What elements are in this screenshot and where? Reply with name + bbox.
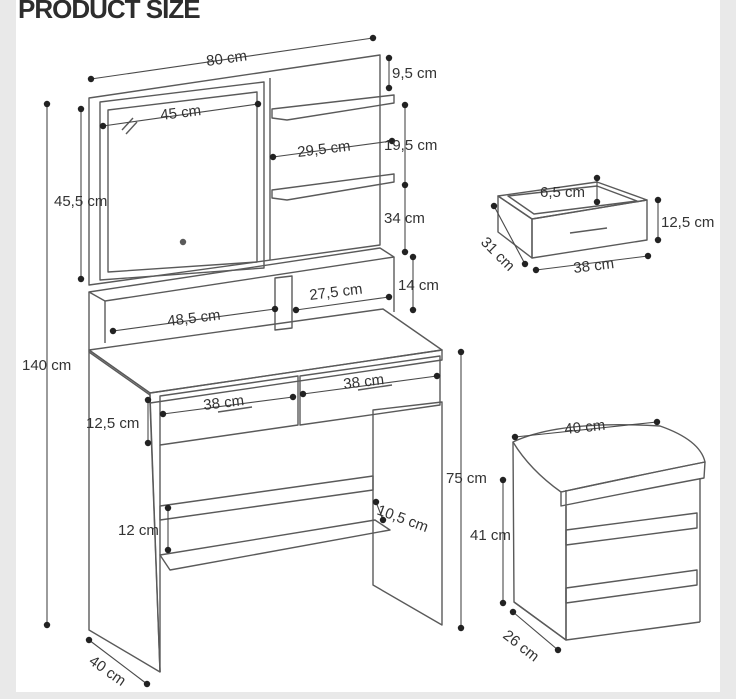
dim-foot-shelf-gap: 12 cm — [118, 522, 159, 539]
drawer-box-handle — [569, 227, 608, 234]
dim-drawer-detail-height: 12,5 cm — [661, 214, 714, 231]
dim-drawer-detail-width: 38 cm — [572, 255, 615, 277]
dim-drawer-right-width: 38 cm — [342, 371, 385, 393]
right-drawer — [299, 355, 441, 426]
dim-vanity-width: 80 cm — [205, 47, 248, 70]
stool — [512, 424, 706, 641]
left-drawer — [159, 375, 299, 446]
dim-mirror-width: 45 cm — [159, 102, 202, 124]
drawer-detail — [497, 181, 648, 259]
dim-drawer-left-width: 38 cm — [202, 392, 245, 414]
dim-depth: 40 cm — [86, 652, 129, 689]
dim-stool-width: 40 cm — [564, 417, 606, 438]
upper-shelf — [271, 94, 395, 121]
dim-shelf-gap-3: 14 cm — [398, 277, 439, 294]
dimension-lines — [46, 37, 659, 685]
stool-drawer — [565, 512, 698, 546]
page-title: PRODUCT SIZE — [18, 0, 201, 24]
mirror-frame — [99, 81, 265, 281]
right-drawer-handle — [357, 384, 393, 391]
dim-total-height: 140 cm — [22, 357, 71, 374]
drawer-box-side — [497, 195, 533, 259]
dim-stool-depth: 26 cm — [500, 627, 543, 666]
right-side-panel — [372, 401, 443, 626]
hutch-divider-lower — [274, 275, 293, 331]
dimension-dots — [43, 34, 662, 688]
dim-lower-shelf-width: 27,5 cm — [308, 281, 363, 304]
white-sheet — [16, 0, 720, 692]
stool-shelf — [565, 569, 698, 604]
dim-stool-height: 41 cm — [470, 527, 511, 544]
dim-shelf-width: 29,5 cm — [296, 138, 351, 161]
dim-drawer-detail-inner: 6,5 cm — [540, 184, 585, 201]
mirror-glare — [125, 121, 138, 135]
mirror-glare — [121, 117, 134, 131]
dim-desk-height: 75 cm — [446, 470, 487, 487]
hutch-back-panel — [88, 54, 381, 286]
dim-mirror-height: 45,5 cm — [54, 193, 107, 210]
drawer-box-front — [531, 199, 648, 259]
dim-drawer-height: 12,5 cm — [86, 415, 139, 432]
dim-shelf-top-gap: 9,5 cm — [392, 65, 437, 82]
left-drawer-handle — [217, 406, 253, 413]
mirror-light-button — [179, 238, 187, 246]
dim-shelf-gap-1: 19,5 cm — [384, 137, 437, 154]
dim-base-shelf-width: 48,5 cm — [166, 307, 221, 330]
middle-shelf — [271, 173, 395, 201]
dim-shelf-gap-2: 34 cm — [384, 210, 425, 227]
foot-rail — [159, 475, 374, 521]
foot-shelf — [159, 519, 391, 571]
vanity-table — [88, 54, 443, 673]
mirror-glass — [107, 91, 258, 273]
